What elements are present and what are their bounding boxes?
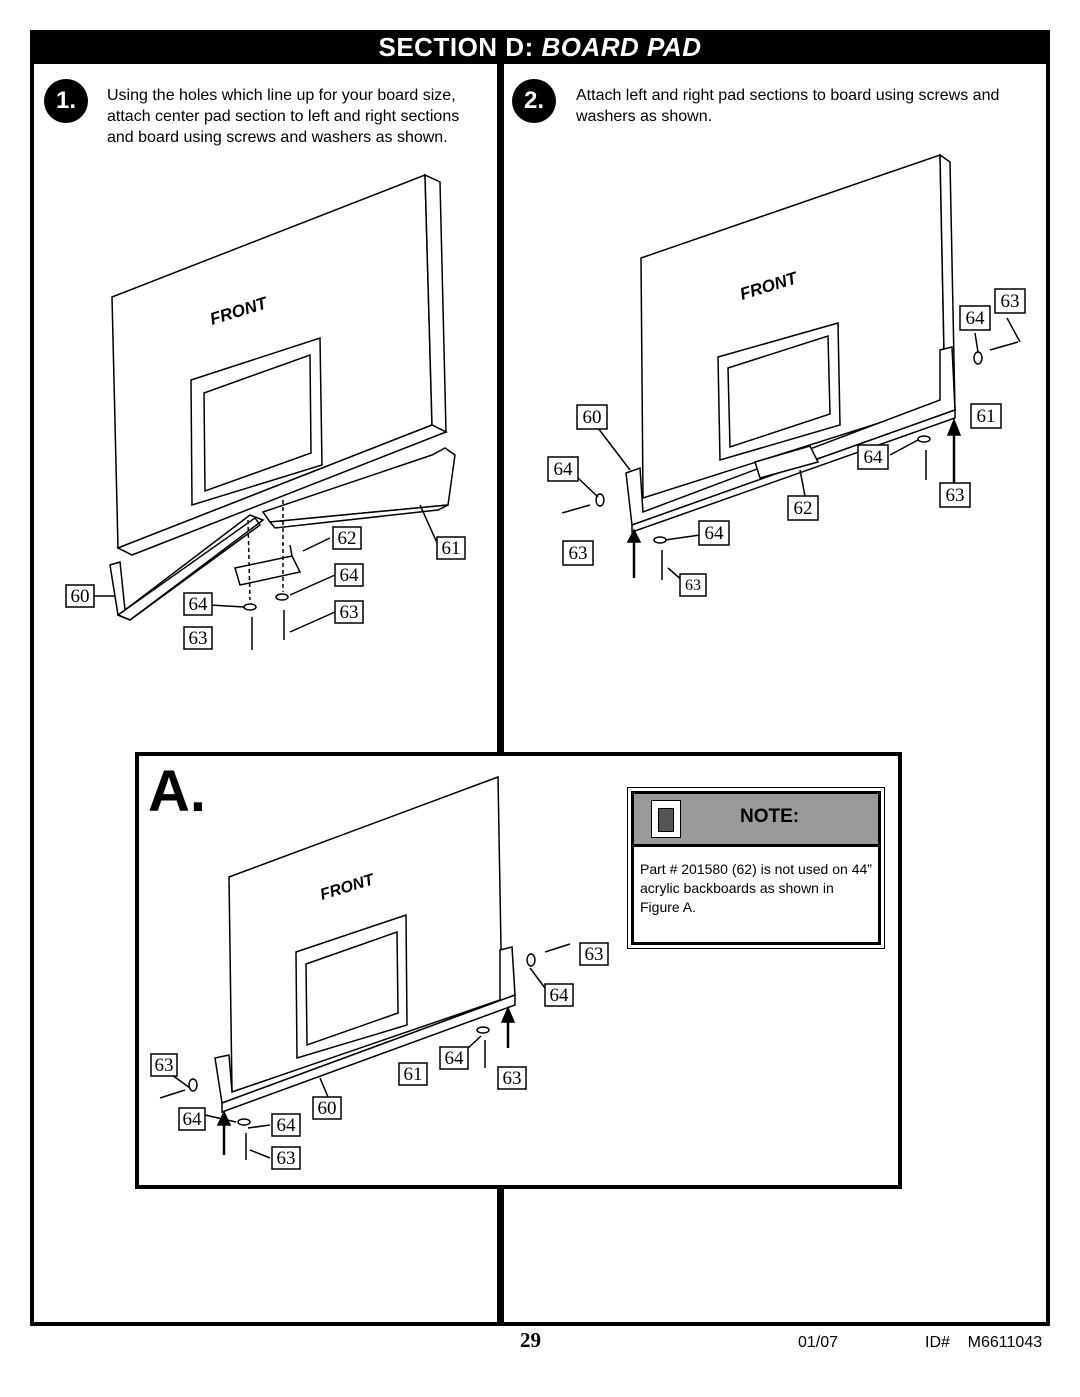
label-63: 63 xyxy=(1001,291,1020,312)
label-63: 63 xyxy=(503,1068,522,1089)
label-64: 64 xyxy=(550,985,570,1006)
label-60: 60 xyxy=(583,407,602,428)
step1-backboard xyxy=(111,173,448,556)
label-64: 64 xyxy=(183,1109,203,1130)
label-61: 61 xyxy=(977,406,996,427)
label-62: 62 xyxy=(338,528,357,549)
figure-a-backboard xyxy=(214,775,516,1114)
label-64: 64 xyxy=(189,594,209,615)
label-63: 63 xyxy=(340,602,359,623)
figure-a-fasteners xyxy=(159,943,571,1160)
label-63: 63 xyxy=(685,577,701,594)
label-63: 63 xyxy=(569,543,588,564)
label-63: 63 xyxy=(277,1148,296,1169)
label-61: 61 xyxy=(404,1064,423,1085)
footer-date: 01/07 xyxy=(798,1334,839,1351)
label-61: 61 xyxy=(442,538,461,559)
note-box-outer xyxy=(627,787,885,949)
label-60: 60 xyxy=(318,1098,337,1119)
step-1-badge: 1. xyxy=(44,79,88,123)
step2-fasteners xyxy=(561,341,1019,580)
label-64: 64 xyxy=(340,565,360,586)
label-64: 64 xyxy=(277,1115,297,1136)
step1-center-pad xyxy=(234,544,302,586)
step-2-badge: 2. xyxy=(512,79,556,123)
column-divider xyxy=(497,64,504,1326)
page-number: 29 xyxy=(520,1328,541,1352)
label-63: 63 xyxy=(946,485,965,506)
step1-left-pad xyxy=(109,514,265,621)
label-63: 63 xyxy=(155,1055,174,1076)
section-prefix: SECTION D: xyxy=(378,32,542,62)
step-2-text: Attach left and right pad sections to bo… xyxy=(576,87,1000,125)
section-title: BOARD PAD xyxy=(541,32,702,62)
section-header: SECTION D: BOARD PAD xyxy=(30,30,1050,64)
document-icon xyxy=(651,800,681,838)
page-frame xyxy=(30,64,1050,1326)
step1-fasteners xyxy=(243,500,289,650)
label-64: 64 xyxy=(554,459,574,480)
label-60: 60 xyxy=(71,586,90,607)
label-64: 64 xyxy=(705,523,725,544)
step-1-text: Using the holes which line up for your b… xyxy=(107,87,460,146)
label-64: 64 xyxy=(445,1048,465,1069)
label-63: 63 xyxy=(189,628,208,649)
label-62: 62 xyxy=(794,498,813,519)
note-text: Part # 201580 (62) is not used on 44” ac… xyxy=(640,861,872,915)
step2-backboard xyxy=(640,153,956,500)
label-64: 64 xyxy=(864,447,884,468)
label-64: 64 xyxy=(966,308,986,329)
note-title: NOTE: xyxy=(740,806,800,827)
step1-right-pad xyxy=(261,447,456,529)
figure-a-letter: A. xyxy=(148,759,206,824)
label-63: 63 xyxy=(585,944,604,965)
footer-id: ID# M6611043 xyxy=(925,1334,1043,1351)
step2-pads xyxy=(625,346,956,534)
